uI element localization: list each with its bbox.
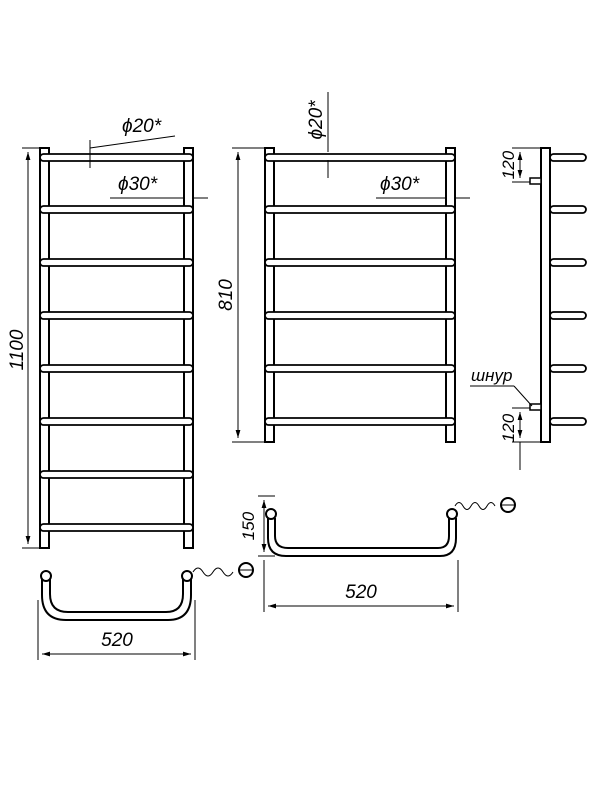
rung [549, 364, 587, 373]
short-plan-view [265, 497, 516, 557]
tall-front-view: 1100 ϕ20* ϕ30* 520 [7, 116, 254, 660]
rung [549, 417, 587, 426]
short-dia-post-label: ϕ30* [380, 174, 420, 195]
short-width-label: 520 [345, 582, 377, 603]
right-post [445, 147, 456, 443]
tall-width-label: 520 [101, 630, 133, 651]
tall-rungs [39, 153, 194, 532]
rung [264, 153, 456, 162]
short-dia-top-label: ϕ20* [306, 100, 327, 140]
rung [39, 417, 194, 426]
rung [39, 364, 194, 373]
side-view: 120 120 шнур [470, 147, 587, 470]
tall-dia-post-label: ϕ30* [118, 174, 158, 195]
rung [264, 311, 456, 320]
rung [264, 364, 456, 373]
left-post [264, 147, 275, 443]
rung [549, 311, 587, 320]
rung [39, 258, 194, 267]
rung [39, 205, 194, 214]
short-front-view: 810 ϕ20* ϕ30* 150 520 [216, 92, 516, 612]
rung [264, 258, 456, 267]
rung [549, 258, 587, 267]
side-cord-label: шнур [471, 366, 512, 385]
rung [39, 153, 194, 162]
rung [549, 205, 587, 214]
rung [39, 470, 194, 479]
short-depth-label: 150 [239, 511, 258, 540]
short-rungs [264, 153, 456, 426]
rung [39, 523, 194, 532]
tall-plan-view [40, 562, 254, 621]
tall-dia-top-label: ϕ20* [122, 116, 162, 137]
rung [264, 417, 456, 426]
side-post [540, 147, 551, 443]
tall-height-label: 1100 [7, 329, 28, 370]
side-rungs [549, 153, 587, 426]
rung [264, 205, 456, 214]
right-post [183, 147, 194, 549]
left-post [39, 147, 50, 549]
side-top-offset-label: 120 [499, 150, 518, 179]
short-height-label: 810 [216, 279, 237, 311]
rung [549, 153, 587, 162]
side-bottom-offset-label: 120 [499, 413, 518, 442]
rung [39, 311, 194, 320]
